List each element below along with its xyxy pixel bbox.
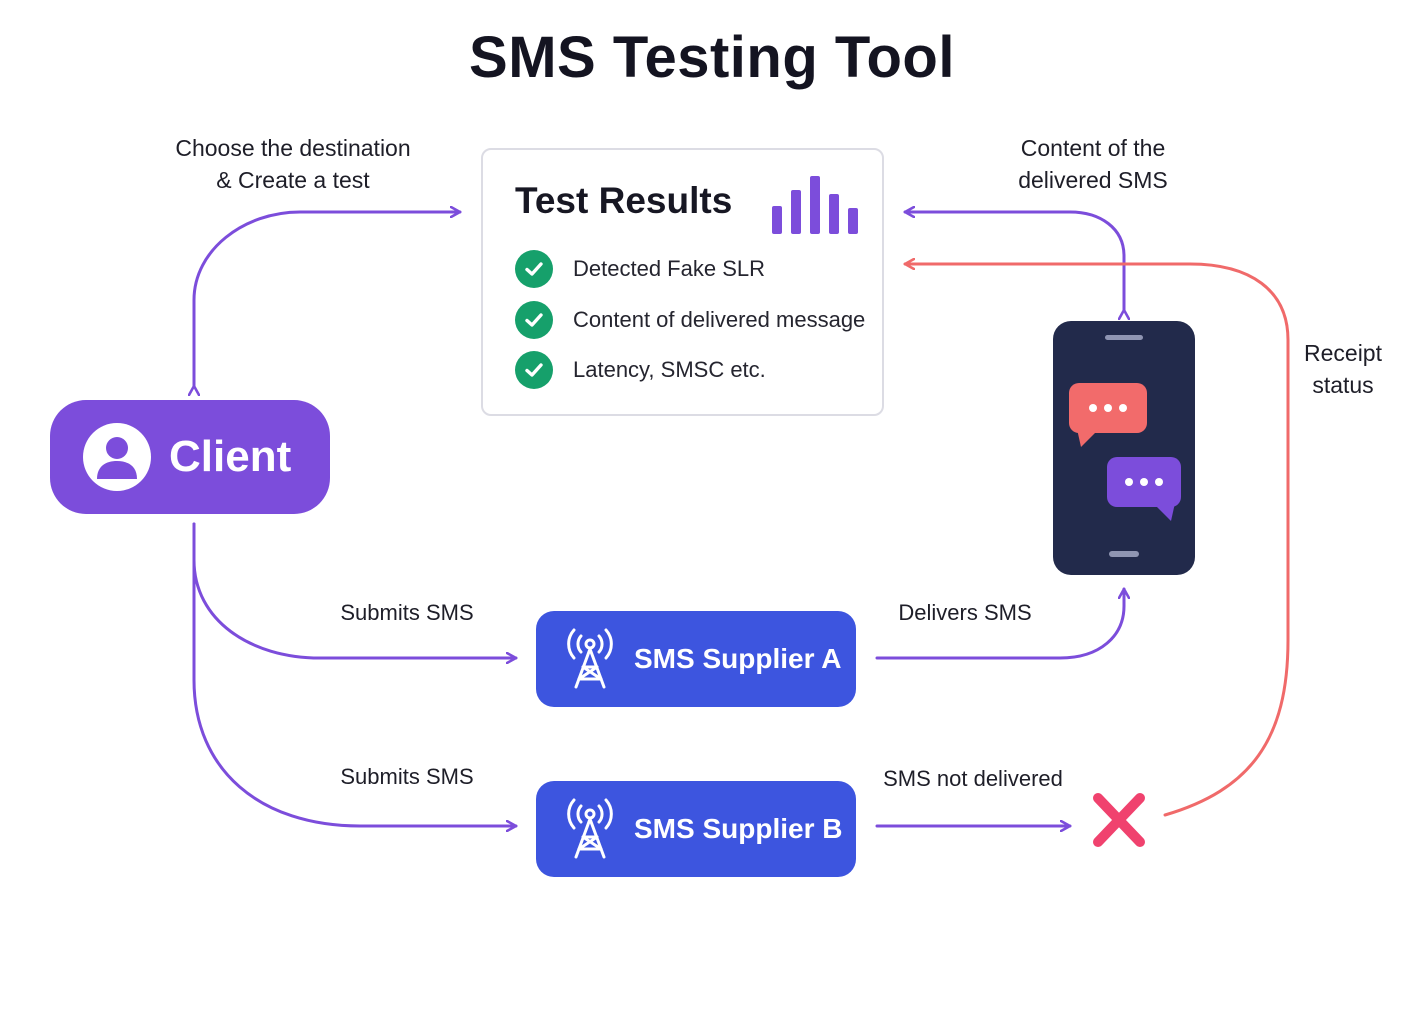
label-content-delivered: Content of the delivered SMS [978,132,1208,196]
result-item: Content of delivered message [515,300,865,340]
arrow-submit-supplier-a [192,522,518,658]
result-item-label: Content of delivered message [573,307,866,332]
result-item: Latency, SMSC etc. [515,350,766,390]
arrow-phone-to-results [903,212,1124,310]
phone-home-button [1109,551,1139,557]
label-sms-not-delivered: SMS not delivered [883,766,1063,791]
chat-bubble-tail [1153,503,1175,521]
chat-bubble-tail [1077,429,1099,447]
supplier-b-label: SMS Supplier B [634,813,843,844]
label-submits-sms-b: Submits SMS [340,764,474,789]
arrow-client-to-results [194,212,462,386]
phone-speaker [1105,335,1143,340]
antenna-icon [567,798,613,859]
label-line: Receipt [1304,340,1382,366]
label-line: Content of the [1020,135,1166,161]
supplier-a-node[interactable]: SMS Supplier A [536,611,856,707]
result-item-label: Detected Fake SLR [573,256,765,281]
check-icon [515,351,553,389]
arrow-receipt-status [903,264,1290,817]
label-submits-sms-a: Submits SMS [340,600,474,625]
chat-bubble-icon [1069,383,1147,433]
bar-chart-icon [772,176,858,234]
user-icon [83,423,151,491]
result-item: Detected Fake SLR [515,249,765,289]
label-line: Choose the destination [175,135,411,161]
result-item-label: Latency, SMSC etc. [573,357,766,382]
arrow-deliver-to-phone [875,587,1124,660]
page-title: SMS Testing Tool [469,25,955,90]
antenna-icon [567,628,613,689]
label-line: status [1312,372,1374,398]
chat-bubble-icon [1107,457,1181,507]
label-line: delivered SMS [1018,167,1168,193]
check-icon [515,301,553,339]
arrow-submit-supplier-b [192,522,518,826]
label-delivers-sms: Delivers SMS [898,600,1032,625]
label-line: & Create a test [216,167,370,193]
label-choose-destination: Choose the destination & Create a test [138,132,448,196]
client-node[interactable]: Client [50,400,330,514]
supplier-a-label: SMS Supplier A [634,643,842,674]
phone-icon [1053,321,1195,575]
check-icon [515,250,553,288]
label-receipt-status: Receipt status [1293,337,1393,401]
x-icon [1093,793,1145,847]
supplier-b-node[interactable]: SMS Supplier B [536,781,856,877]
client-label: Client [169,432,292,481]
test-results-card: Test Results Detected Fake SLR Content o… [481,148,884,416]
results-title: Test Results [515,180,733,221]
